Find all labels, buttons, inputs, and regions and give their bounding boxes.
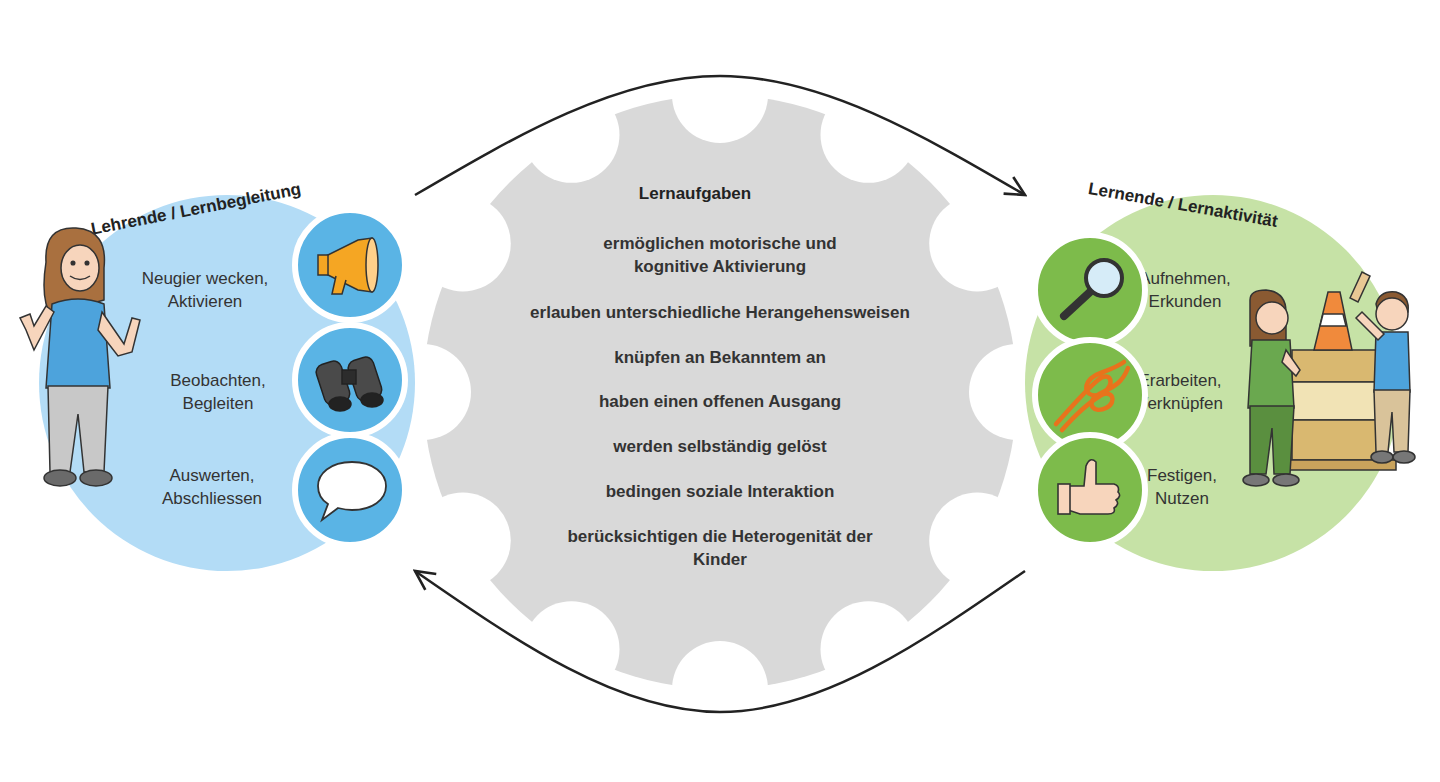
teacher-face [61, 245, 99, 291]
boy-shoe [1393, 451, 1415, 463]
gear-shape [423, 95, 1017, 689]
boy-face [1376, 298, 1408, 330]
boy-pants [1374, 390, 1410, 452]
role-circle [1025, 195, 1401, 571]
icon-circle [1035, 235, 1145, 345]
binoculars-icon [314, 355, 384, 411]
knot-rope [1062, 368, 1128, 430]
role-circle [39, 195, 415, 571]
task-criterion: bedingen soziale Interaktion [490, 480, 950, 503]
hive-box [1292, 350, 1386, 382]
children-figure [1243, 272, 1415, 486]
boy-hair [1376, 292, 1408, 312]
task-criterion: werden selbständig gelöst [490, 435, 950, 458]
teacher-icons [295, 210, 405, 545]
girl-shoe [1243, 474, 1269, 486]
teacher-shoe [80, 470, 112, 486]
hive-base [1282, 460, 1396, 470]
binocular-bridge [342, 370, 356, 384]
teacher-arm [20, 306, 54, 350]
thumb-cuff [1058, 484, 1070, 514]
icon-circle [295, 435, 405, 545]
activity-label: Auswerten, Abschliessen [137, 464, 287, 510]
icon-circle [1035, 435, 1145, 545]
task-criterion: knüpfen an Bekanntem an [490, 346, 950, 369]
magnifier-icon [1064, 260, 1122, 316]
hive-box [1292, 382, 1386, 420]
icon-circle [295, 210, 405, 320]
boy-shirt [1374, 332, 1410, 392]
thumbs-up-icon [1058, 460, 1120, 514]
girl-hair [1250, 290, 1286, 346]
task-criterion: ermöglichen motorische und kognitive Akt… [585, 232, 855, 278]
binocular-lens [361, 393, 383, 407]
icon-circle [1035, 340, 1145, 450]
megaphone-icon [318, 238, 378, 294]
teacher-arm [98, 312, 140, 356]
cone-stripe [1320, 314, 1346, 326]
speech-bubble-icon [318, 462, 386, 520]
activity-label: Erarbeiten, Verknüpfen [1105, 369, 1255, 415]
megaphone-grip [318, 255, 328, 275]
binocular-tube [346, 355, 384, 403]
magnifier-handle [1064, 292, 1090, 316]
teacher-role-circle: Lehrende / LernbegleitungNeugier wecken,… [39, 195, 415, 571]
girl-face [1256, 302, 1288, 334]
megaphone-body [326, 238, 372, 292]
knot-icon [1056, 362, 1128, 430]
hive-box [1292, 420, 1386, 460]
activity-label: Neugier wecken, Aktivieren [130, 267, 280, 313]
cone [1314, 292, 1352, 350]
magnifier-glass [1086, 260, 1122, 296]
knot-rope [1056, 362, 1124, 424]
activity-label: Festigen, Nutzen [1132, 464, 1232, 510]
task-criterion: berücksichtigen die Heterogenität der Ki… [565, 525, 875, 571]
thumb-hand [1068, 460, 1120, 514]
activity-label: Aufnehmen, Erkunden [1110, 267, 1260, 313]
node-heading: Lernaufgaben [545, 182, 845, 205]
girl-shoe [1273, 474, 1299, 486]
bottle [1350, 272, 1370, 302]
binocular-lens [329, 397, 351, 411]
girl-pants [1250, 406, 1294, 474]
teacher-smile [70, 276, 90, 280]
teacher-pants [48, 386, 108, 472]
learner-icons [1035, 235, 1145, 545]
task-criterion: erlauben unterschiedliche Herangehenswei… [490, 301, 950, 324]
binocular-tube [314, 359, 352, 407]
teacher-shoe [44, 470, 76, 486]
boy-arm [1356, 312, 1384, 340]
boy-shoe [1371, 451, 1393, 463]
teacher-hair [44, 228, 104, 318]
icon-circle [295, 325, 405, 435]
teacher-figure [20, 228, 140, 486]
activity-label: Beobachten, Begleiten [143, 369, 293, 415]
learning-task-gear: Lernaufgaben ermöglichen motorische und k… [423, 95, 1017, 689]
teacher-eye [71, 261, 75, 265]
task-criterion: haben einen offenen Ausgang [490, 390, 950, 413]
teacher-shirt [46, 299, 110, 388]
learner-role-circle: Lernende / LernaktivitätAufnehmen, Erkun… [1025, 195, 1401, 571]
girl-shirt [1248, 340, 1294, 408]
megaphone-mouth [366, 238, 378, 292]
teacher-eye [85, 261, 89, 265]
girl-arm [1282, 350, 1300, 376]
megaphone-handle [332, 276, 346, 294]
